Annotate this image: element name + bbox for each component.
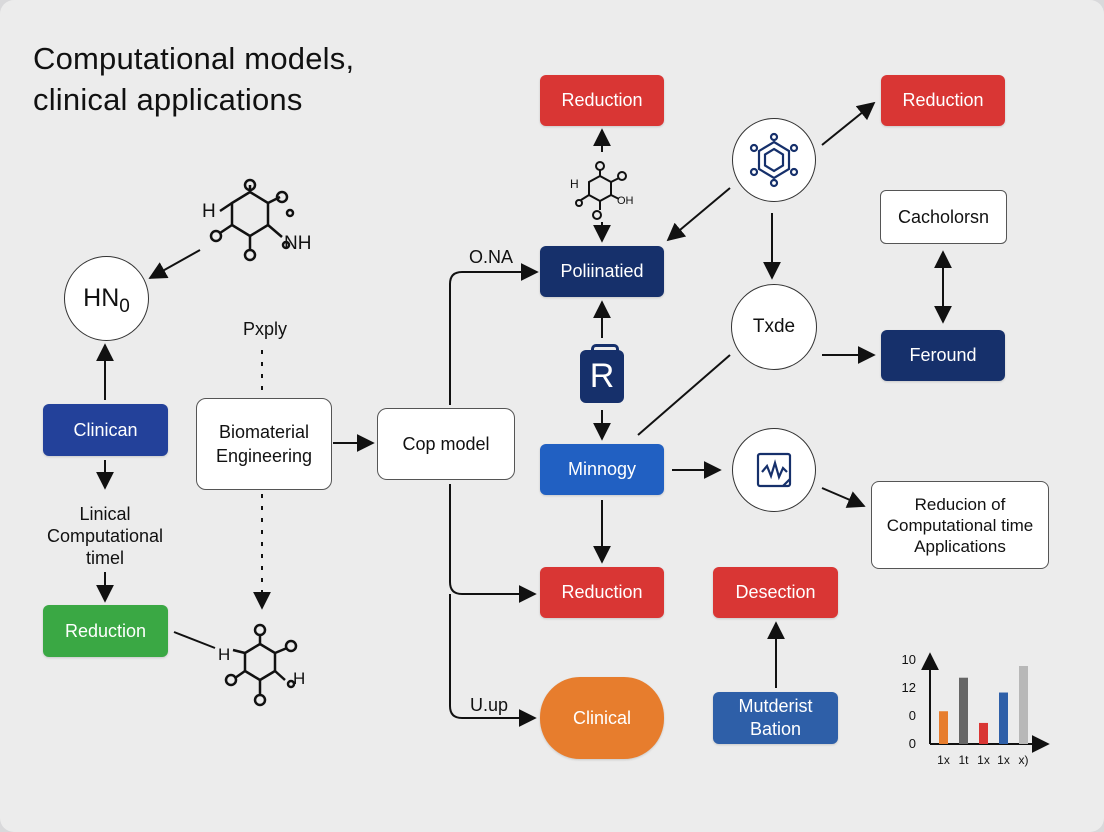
- hno-subscript: 0: [119, 295, 130, 317]
- chart-bar: [939, 711, 948, 744]
- chart-x-tick: 1x: [997, 753, 1010, 767]
- hexagon-molecule-icon: [749, 132, 799, 188]
- arrow-icon-to-reducion-of: [821, 487, 866, 508]
- cop-model-box[interactable]: Cop model: [377, 408, 515, 480]
- minnogy-box[interactable]: Minnogy: [540, 444, 664, 495]
- reduction-green-label: Reduction: [64, 620, 147, 641]
- txde-label: Txde: [752, 316, 796, 337]
- reduction-top-label: Reduction: [561, 90, 643, 110]
- arrow-mol1-to-hno: [148, 249, 201, 279]
- mol2-h: H: [570, 177, 579, 191]
- molecule-icon-small: H OH: [570, 161, 634, 220]
- r-badge-handle: [591, 344, 619, 359]
- cacholorsn-label: Cacholorsn: [897, 206, 990, 227]
- arrow-cop-to-reduction: [449, 484, 537, 603]
- reducion-of-label: Reducion of Computational time Applicati…: [886, 494, 1034, 556]
- mutderist-label: Mutderist Bation: [738, 696, 813, 739]
- reduction-green-box[interactable]: Reduction: [43, 605, 168, 657]
- poliinatied-box[interactable]: Poliinatied: [540, 246, 664, 297]
- reducion-of-box[interactable]: Reducion of Computational time Applicati…: [871, 481, 1049, 569]
- chart-y-tick: 0: [909, 708, 916, 723]
- reduction-mid-box[interactable]: Reduction: [540, 567, 664, 618]
- ona-label: O.NA: [468, 247, 513, 267]
- chart-y-tick: 10: [902, 652, 916, 667]
- mol1-nh: NH: [284, 233, 311, 254]
- line-minnogy-to-txde: [637, 354, 731, 436]
- arrow-cop-to-clinical: [449, 594, 537, 727]
- reduction-right-box[interactable]: Reduction: [881, 75, 1005, 126]
- reduction-mid-label: Reduction: [561, 582, 643, 602]
- linical-computational-text: Linical Computational timel: [46, 504, 164, 568]
- signal-chart-circle: [732, 428, 816, 512]
- desection-label: Desection: [735, 582, 816, 602]
- signal-chart-icon: [756, 452, 792, 488]
- chart-bar: [999, 692, 1008, 744]
- arrow-mol-to-poliinatied: [666, 187, 731, 242]
- clinican-box[interactable]: Clinican: [43, 404, 168, 456]
- poliinatied-label: Poliinatied: [560, 261, 644, 281]
- mutderist-box[interactable]: Mutderist Bation: [713, 692, 838, 744]
- mol1-h: H: [202, 201, 216, 222]
- chart-bar: [959, 677, 968, 744]
- molecule-icon: H NH: [202, 178, 311, 262]
- molecule-icon-bottom: H H: [218, 623, 305, 707]
- uup-label: U.up: [469, 695, 509, 715]
- arrow-mol-to-reduction: [821, 101, 876, 146]
- cacholorsn-box[interactable]: Cacholorsn: [880, 190, 1007, 244]
- chart-x-tick: 1t: [958, 753, 969, 767]
- minnogy-label: Minnogy: [567, 459, 637, 479]
- chart-bar: [1019, 666, 1028, 744]
- mini-bar-chart: 10 12 0 0 1x 1t 1x 1x x): [902, 652, 1050, 767]
- r-badge-letter: R: [589, 357, 615, 395]
- txde-circle: Txde: [731, 284, 817, 370]
- clinical-label: Clinical: [572, 707, 632, 728]
- feround-box[interactable]: Feround: [881, 330, 1005, 381]
- chart-y-tick: 12: [902, 680, 916, 695]
- line-reduction-to-mol3: [173, 631, 216, 649]
- chart-x-tick: 1x: [937, 753, 950, 767]
- diagram-title: Computational models, clinical applicati…: [33, 41, 355, 117]
- chart-y-tick: 0: [909, 736, 916, 751]
- mol2-oh: OH: [617, 195, 634, 207]
- clinican-label: Clinican: [73, 419, 138, 440]
- reduction-top-box[interactable]: Reduction: [540, 75, 664, 126]
- desection-box[interactable]: Desection: [713, 567, 838, 618]
- biomaterial-box[interactable]: Biomaterial Engineering: [196, 398, 332, 490]
- chart-x-tick: x): [1019, 753, 1029, 767]
- pxply-label: Pxply: [242, 319, 287, 339]
- chart-x-tick: 1x: [977, 753, 990, 767]
- clinical-pill[interactable]: Clinical: [540, 677, 664, 759]
- hexagon-molecule-circle: [732, 118, 816, 202]
- arrow-cop-to-poliinatied: [449, 263, 539, 405]
- cop-model-label: Cop model: [402, 433, 490, 454]
- hno-label: HN: [83, 284, 120, 312]
- reduction-right-label: Reduction: [902, 90, 984, 110]
- chart-bar: [979, 722, 988, 744]
- mol3-h2: H: [293, 669, 305, 688]
- mol3-h: H: [218, 645, 230, 664]
- biomaterial-label: Biomaterial Engineering: [215, 422, 313, 466]
- feround-label: Feround: [909, 345, 977, 365]
